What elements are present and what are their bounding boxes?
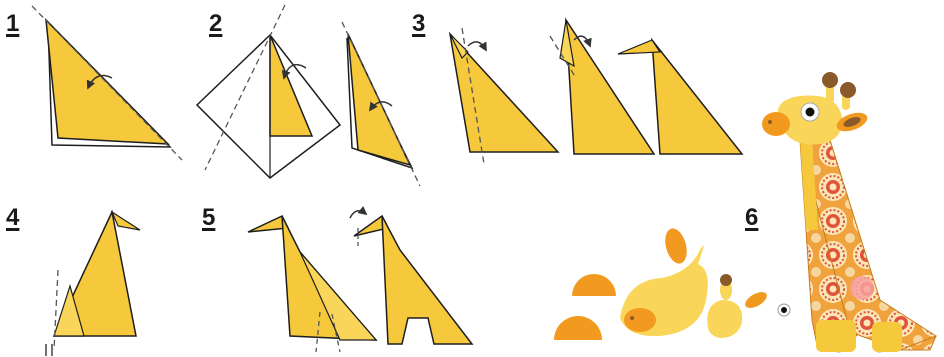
step-number-1: 1 xyxy=(6,12,19,36)
horn-tip-icon xyxy=(822,72,838,88)
fold-line xyxy=(54,270,58,350)
horn-icon xyxy=(662,226,691,266)
step-5-figure-b xyxy=(350,211,472,344)
fold-arrow-icon xyxy=(350,211,366,218)
step-number-6: 6 xyxy=(745,206,758,230)
small-head-icon xyxy=(707,300,742,338)
ear-piece-icon xyxy=(572,274,616,296)
fold-arrow-icon xyxy=(468,42,486,50)
step-5-figure-a xyxy=(248,216,376,352)
step-number-2: 2 xyxy=(209,12,222,36)
muzzle-icon xyxy=(624,308,656,332)
giraffe-parts xyxy=(554,226,790,340)
step-number-4: 4 xyxy=(6,206,19,230)
step-2b-figure xyxy=(342,22,420,186)
horn-tip-icon xyxy=(720,274,732,286)
step-3-figure-a xyxy=(450,28,558,164)
step-number-5: 5 xyxy=(202,206,215,230)
step-1-figure xyxy=(32,6,182,160)
step-number-3: 3 xyxy=(412,12,425,36)
ear-piece-icon xyxy=(554,316,602,340)
step-3-figure-b xyxy=(550,20,654,154)
step-4-figure xyxy=(46,212,140,356)
